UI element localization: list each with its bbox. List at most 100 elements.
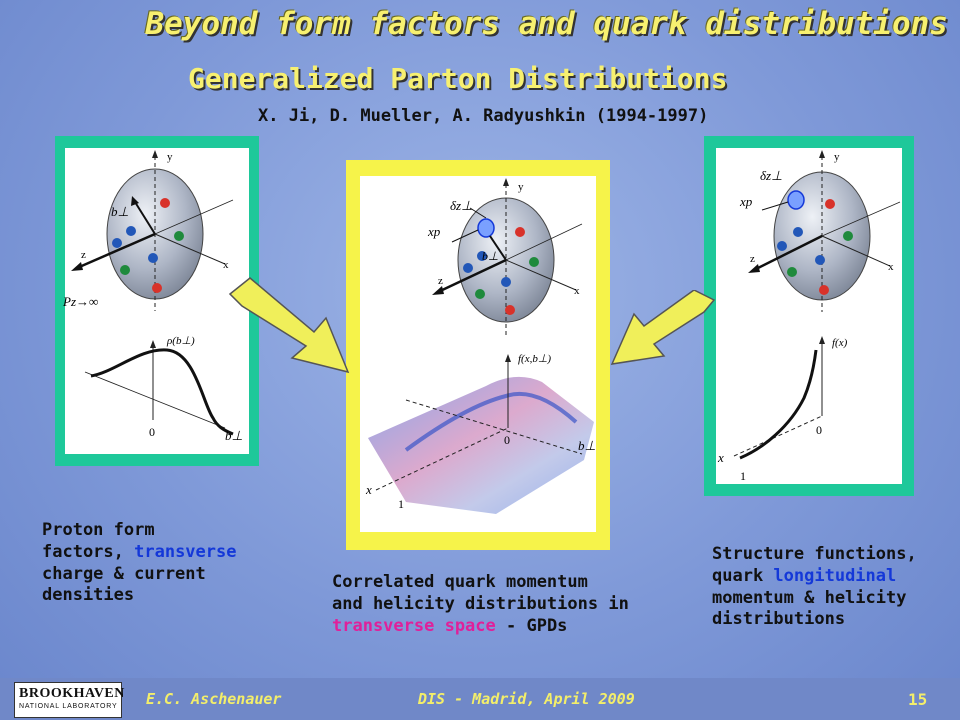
y-label: y: [834, 151, 840, 163]
x-label: x: [223, 259, 229, 271]
quark-green: [843, 231, 853, 241]
quark-red: [152, 283, 162, 293]
f-label: f(x,b⊥): [518, 353, 551, 365]
brookhaven-logo: BROOKHAVEN NATIONAL LABORATORY: [14, 682, 125, 718]
one-label: 1: [398, 497, 404, 511]
dz-label: δz⊥: [450, 198, 472, 213]
caption-right-line4: distributions: [712, 609, 846, 630]
zero-label: 0: [816, 423, 822, 437]
b-vector: [489, 235, 507, 261]
caption-center-line2: and helicity distributions in: [332, 593, 629, 614]
y-arrow: [152, 150, 158, 158]
rho-curve: [90, 348, 234, 436]
parton-blob: [477, 218, 495, 238]
rho-arrow: [150, 340, 156, 348]
b-axis-surface: [405, 399, 583, 455]
xp-line: [761, 201, 789, 211]
quark-blue: [501, 277, 511, 287]
z-arrow: [432, 286, 444, 295]
logo-sub-text: NATIONAL LABORATORY: [19, 703, 118, 710]
x-axis-line: [733, 415, 823, 457]
quark-green: [787, 267, 797, 277]
right-arrow: [610, 290, 716, 365]
gpd-surface: [368, 376, 594, 514]
highlight-longitudinal: longitudinal: [773, 565, 897, 586]
logo-main-text: BROOKHAVEN: [19, 686, 125, 701]
caption-center-line3: transverse space - GPDs: [332, 615, 568, 636]
quark-red: [160, 198, 170, 208]
x-axis: [505, 259, 577, 291]
right-diagram-panel: y z x δz⊥ xp f(x) 0 x 1: [704, 136, 914, 496]
quark-blue: [793, 227, 803, 237]
quark-green: [475, 289, 485, 299]
arrow-left-icon: [610, 290, 716, 365]
b-arrow: [131, 196, 139, 206]
quark-red: [515, 227, 525, 237]
x-label: x: [574, 285, 580, 297]
rho-label: ρ(b⊥): [166, 335, 195, 347]
xp-line: [451, 229, 479, 243]
b-axis-label: b⊥: [225, 428, 243, 443]
quark-green: [529, 257, 539, 267]
quark-green: [120, 265, 130, 275]
y-arrow: [503, 178, 509, 186]
caption-right: Structure functions, quark longitudinal …: [712, 544, 917, 631]
quark-green: [174, 231, 184, 241]
center-diagram-panel: y z x δz⊥ xp b⊥ f(x,b⊥) 0 b⊥ x 1: [346, 160, 610, 550]
x-axis-surface: [375, 427, 509, 491]
xp-label: xp: [739, 194, 753, 209]
caption-right-line1: Structure functions,: [712, 544, 917, 564]
center-diagram: y z x δz⊥ xp b⊥ f(x,b⊥) 0 b⊥ x 1: [346, 160, 610, 550]
side-line: [505, 223, 583, 261]
y-arrow: [819, 150, 825, 158]
caption-center-line1: Correlated quark momentum: [332, 572, 588, 592]
right-diagram: y z x δz⊥ xp f(x) 0 x 1: [704, 136, 914, 496]
y-label: y: [167, 151, 173, 163]
dz-line: [469, 207, 487, 219]
z-label: z: [438, 275, 443, 287]
x-axis-label: x: [717, 450, 724, 465]
footer-conference: DIS - Madrid, April 2009: [418, 690, 635, 708]
left-diagram-panel: y z x b⊥ Pz→∞ ρ(b⊥) 0 b⊥: [55, 136, 259, 466]
z-label: z: [750, 253, 755, 265]
z-label: z: [81, 249, 86, 261]
page-number: 15: [908, 690, 928, 709]
z-arrow: [748, 264, 760, 273]
pz-label: Pz→∞: [62, 294, 98, 309]
b-vector: [134, 201, 156, 235]
slide-subtitle: Generalized Parton Distributions: [188, 62, 728, 95]
slide-title: Beyond form factors and quark distributi…: [145, 6, 948, 42]
left-diagram: y z x b⊥ Pz→∞ ρ(b⊥) 0 b⊥: [55, 136, 259, 466]
caption-left-line3: charge & current: [42, 563, 206, 584]
z-axis: [76, 232, 156, 270]
highlight-transverse: transverse: [134, 541, 237, 562]
caption-left: Proton form factors, transverse charge &…: [42, 520, 236, 607]
dz-label: δz⊥: [760, 168, 782, 183]
quark-blue: [463, 263, 473, 273]
x-axis-label: x: [365, 482, 372, 497]
quark-red: [819, 285, 829, 295]
quark-red: [505, 305, 515, 315]
authors-line: X. Ji, D. Mueller, A. Radyushkin (1994-1…: [258, 106, 709, 126]
quark-blue: [777, 241, 787, 251]
arrow-right-icon: [228, 277, 350, 374]
b-label: b⊥: [111, 204, 129, 219]
z-axis: [437, 258, 507, 294]
caption-right-line3: momentum & helicity: [712, 587, 907, 608]
caption-left-line2: factors, transverse: [42, 541, 237, 562]
side-line: [821, 201, 901, 237]
zero-label: 0: [504, 433, 510, 447]
caption-left-line1: Proton form: [42, 520, 155, 540]
zero-label: 0: [149, 425, 155, 439]
z-axis: [753, 234, 823, 272]
b-label: b⊥: [482, 249, 498, 263]
quark-blue: [477, 251, 487, 261]
quark-blue: [815, 255, 825, 265]
z-arrow: [71, 262, 83, 271]
f-arrow: [505, 354, 511, 362]
parton-blob: [787, 190, 805, 210]
left-arrow: [228, 277, 350, 374]
surface-ridge: [404, 391, 578, 452]
highlight-transverse-space: transverse space: [332, 615, 496, 636]
x-axis: [821, 235, 891, 267]
